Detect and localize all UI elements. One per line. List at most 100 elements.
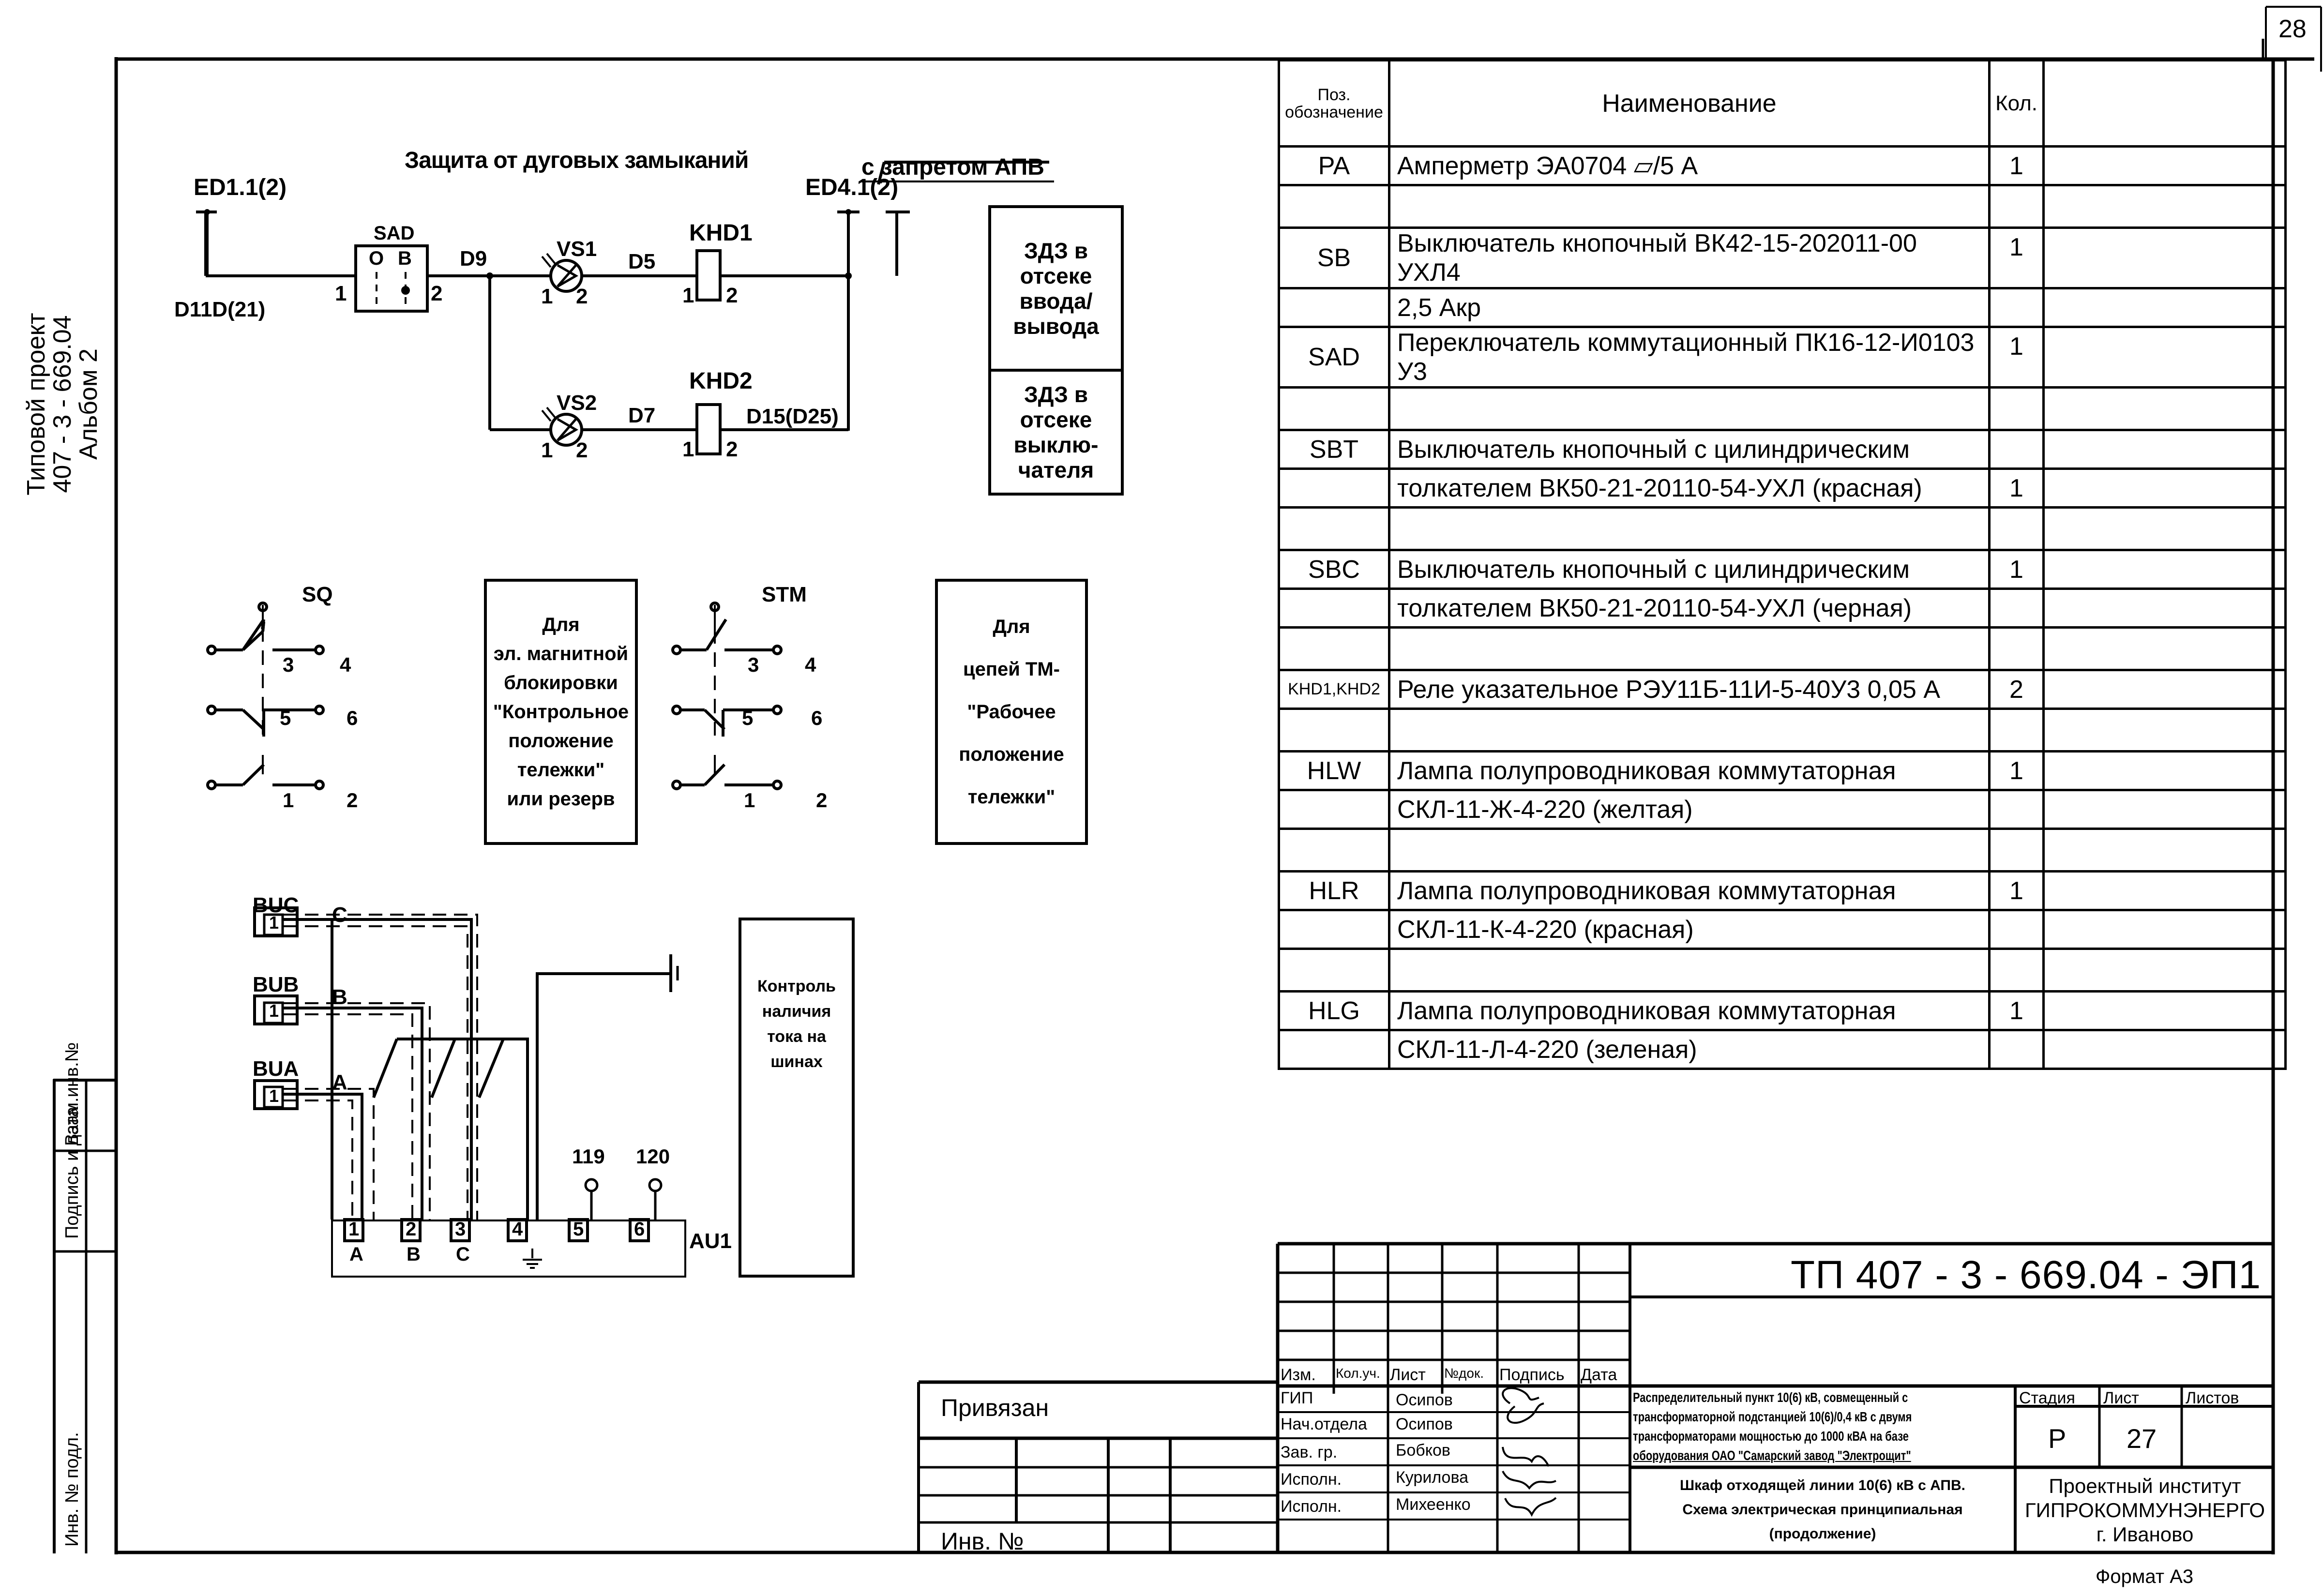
spec-pos-cell [1278, 587, 1390, 629]
stm-purpose-note: Для цепей ТМ- "Рабочее положение тележки… [935, 579, 1088, 845]
au1-label: AU1 [689, 1229, 732, 1253]
spec-extra-cell [2042, 386, 2287, 431]
sad-pin1: 1 [335, 282, 347, 305]
spec-pos-cell [1278, 184, 1390, 229]
spec-qty-cell: 1 [1988, 326, 2045, 389]
sq-pin3: 3 [283, 653, 294, 676]
rev-header-signature: Подпись [1499, 1366, 1565, 1384]
sheet-title: Шкаф отходящей линии 10(6) кВ с АПВ. Схе… [1630, 1471, 2015, 1549]
spec-extra-cell [2042, 226, 2287, 289]
sq-note-line: положение [508, 730, 614, 752]
bus-note-line: шинах [770, 1053, 823, 1071]
spec-pos-cell [1278, 909, 1390, 950]
signatory-name: Осипов [1396, 1415, 1453, 1433]
spec-name-cell: Реле указательное РЭУ11Б-11И-5-40У3 0,05… [1388, 669, 1991, 710]
spec-qty-cell: 1 [1988, 226, 2045, 289]
stm-label: STM [762, 583, 807, 606]
au1-phase-a: A [349, 1244, 363, 1265]
spec-extra-cell [2042, 870, 2287, 911]
spec-pos-cell: KHD1,KHD2 [1278, 669, 1390, 710]
zdz2-line: ЗДЗ в [1024, 382, 1088, 407]
org-line: г. Иваново [2096, 1523, 2194, 1546]
zdz2-line: отсеке [1020, 407, 1092, 432]
schematic-title: Защита от дуговых замыканий [405, 148, 749, 173]
stm-pin1: 1 [744, 789, 755, 812]
spec-name-cell: СКЛ-11-К-4-220 (красная) [1388, 909, 1991, 950]
sensor-buc-pin: 1 [269, 913, 279, 933]
spec-pos-cell: SBT [1278, 429, 1390, 470]
sheet-value: 27 [2127, 1423, 2157, 1454]
spec-extra-cell [2042, 145, 2287, 186]
header-pos: Поз. обозначение [1278, 59, 1390, 148]
spec-extra-cell [2042, 184, 2287, 229]
spec-name-cell: Выключатель кнопочный ВК42-15-202011-00 … [1388, 226, 1991, 289]
spec-name-cell: Выключатель кнопочный с цилиндрическим [1388, 429, 1991, 470]
output-119-label: 119 [572, 1145, 605, 1168]
spec-qty-cell: 1 [1988, 549, 2045, 590]
project-desc-line: Распределительный пункт 10(6) кВ, совмещ… [1633, 1390, 1908, 1405]
wire-label-d7: D7 [628, 404, 656, 427]
vs2-label: VS2 [557, 391, 597, 415]
rev-header-date: Дата [1581, 1366, 1617, 1384]
signatory-role: ГИП [1281, 1389, 1313, 1407]
spec-name-cell [1388, 626, 1991, 671]
spec-name-cell [1388, 506, 1991, 551]
spec-extra-cell [2042, 326, 2287, 389]
spec-row [1278, 626, 2287, 671]
spec-extra-cell [2042, 909, 2287, 950]
spec-row: 2,5 Акр [1278, 287, 2287, 328]
spec-name-cell: Выключатель кнопочный с цилиндрическим [1388, 549, 1991, 590]
sensor-buc-label: BUC [253, 893, 299, 917]
au1-terminal-2: 2 [406, 1219, 417, 1240]
sq-pin1: 1 [283, 789, 294, 812]
organization: Проектный институт ГИПРОКОММУНЭНЕРГО г. … [2015, 1469, 2275, 1551]
zdz2-line: чателя [1018, 457, 1094, 482]
spec-qty-cell: 1 [1988, 990, 2045, 1031]
spec-name-cell [1388, 708, 1991, 753]
spec-row: СКЛ-11-К-4-220 (красная) [1278, 909, 2287, 950]
vs1-pin1: 1 [541, 285, 553, 308]
spec-qty-cell [1988, 1029, 2045, 1070]
stm-switch [671, 602, 783, 790]
stm-note-line: Для [993, 616, 1030, 637]
spec-qty-cell [1988, 948, 2045, 993]
signatory-name: Осипов [1396, 1391, 1453, 1409]
sq-pin5: 5 [280, 707, 291, 729]
spec-qty-cell [1988, 587, 2045, 629]
stm-pin5: 5 [742, 707, 754, 729]
org-line: Проектный институт [2049, 1475, 2241, 1497]
project-desc-line: трансформаторами мощностью до 1000 кВА н… [1633, 1429, 1909, 1444]
stm-note-line: тележки" [967, 786, 1056, 808]
spec-qty-cell [1988, 708, 2045, 753]
spec-qty-cell: 1 [1988, 145, 2045, 186]
spec-name-cell [1388, 828, 1991, 873]
spec-name-cell: толкателем ВК50-21-20110-54-УХЛ (красная… [1388, 467, 1991, 509]
format-label: Формат А3 [2096, 1566, 2194, 1587]
sad-switch [354, 244, 429, 313]
zdz-box-input: ЗДЗ в отсеке ввода/ вывода [988, 205, 1124, 372]
terminal-left-label: ED1.1(2) [194, 175, 287, 200]
signatures [1502, 1387, 1557, 1517]
zdz1-line: ввода/ [1019, 288, 1093, 314]
spec-row: толкателем ВК50-21-20110-54-УХЛ (черная) [1278, 587, 2287, 629]
sheet-title-line: Шкаф отходящей линии 10(6) кВ с АПВ. [1680, 1477, 1965, 1493]
inventory-label: Инв. № [941, 1528, 1024, 1555]
spec-qty-cell: 1 [1988, 870, 2045, 911]
spec-pos-cell [1278, 789, 1390, 830]
spec-pos-cell: HLR [1278, 870, 1390, 911]
spec-extra-cell [2042, 587, 2287, 629]
sq-switch [206, 602, 325, 790]
sad-pos-o: О [369, 248, 384, 269]
signatory-role: Исполн. [1281, 1497, 1342, 1516]
sensor-bub-pin: 1 [269, 1001, 279, 1021]
signatory-name: Курилова [1396, 1468, 1469, 1487]
au1-phase-c: C [456, 1244, 470, 1265]
spec-extra-cell [2042, 789, 2287, 830]
